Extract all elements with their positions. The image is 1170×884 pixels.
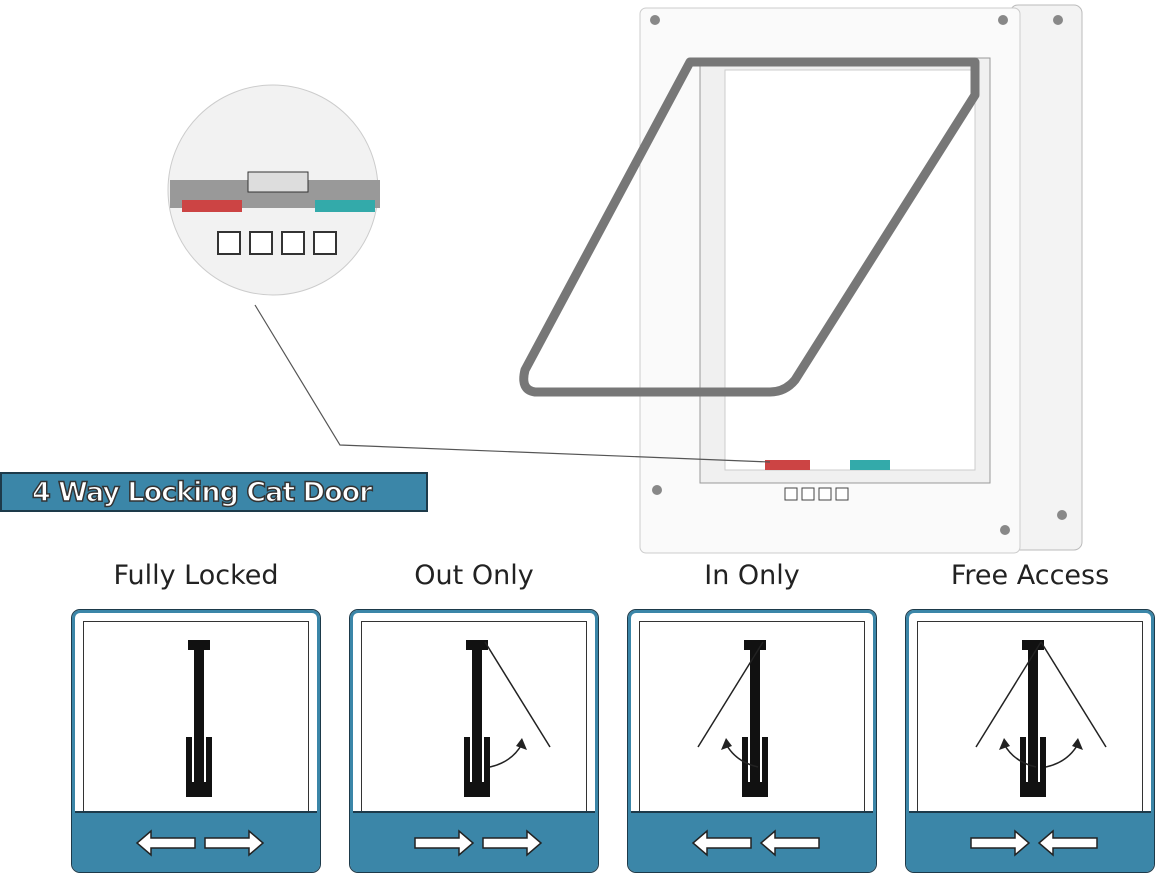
door-flap-diagram-icon (464, 640, 551, 797)
arrow-right-icon (482, 829, 543, 857)
door-flap-diagram-icon (186, 640, 212, 797)
mode-diagram (361, 621, 587, 818)
mode-panel-fully-locked (71, 609, 321, 873)
door-flap-diagram-icon (975, 640, 1107, 797)
arrow-right-icon (204, 829, 265, 857)
mode-panel-out-only (349, 609, 599, 873)
mode-diagram (83, 621, 309, 818)
door-frame-back (1009, 4, 1083, 551)
direction-band (631, 811, 873, 869)
arrow-left-icon (691, 829, 752, 857)
callout-line (254, 304, 771, 463)
arrow-left-icon (1037, 829, 1098, 857)
direction-band (353, 811, 595, 869)
mode-panel-free-access (905, 609, 1155, 873)
arrow-left-icon (759, 829, 820, 857)
mode-label: Free Access (950, 560, 1110, 591)
arrow-right-icon (414, 829, 475, 857)
cat-door-product-image (167, 4, 1083, 554)
mode-label: Fully Locked (113, 560, 279, 591)
arrow-left-icon (135, 829, 196, 857)
lock-dial (765, 460, 890, 501)
mode-diagram (639, 621, 865, 818)
banner-title: 4 Way Locking Cat Door (31, 476, 373, 509)
direction-band (909, 811, 1151, 869)
mode-panel-in-only (627, 609, 877, 873)
mode-label: Out Only (414, 560, 534, 591)
door-flap-diagram-icon (697, 640, 768, 797)
arrow-right-icon (970, 829, 1031, 857)
title-banner: 4 Way Locking Cat Door (0, 472, 428, 512)
direction-band (75, 811, 317, 869)
mode-diagram (917, 621, 1143, 818)
mode-label: In Only (704, 560, 800, 591)
door-frame (639, 7, 1067, 554)
door-flap (519, 57, 980, 397)
lock-detail-magnifier (167, 84, 380, 296)
